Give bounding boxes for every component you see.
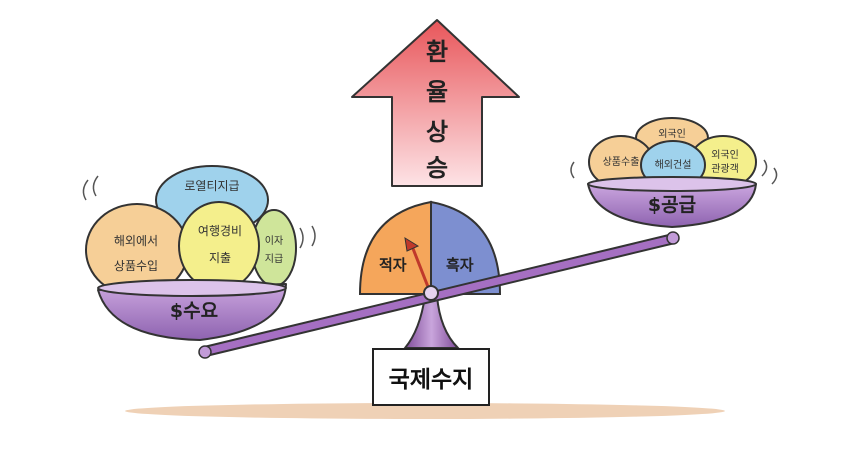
- travel-text-2: 지출: [209, 251, 231, 265]
- supply-label: $공급: [648, 194, 696, 216]
- arrow-char-2: 율: [426, 78, 448, 106]
- left-pan-demand: 로열티지급 해외에서 상품수입 여행경비 지출 이자 지급 $수요: [82, 165, 316, 341]
- scale-beam: [198, 231, 680, 359]
- ball-travel: [178, 201, 260, 291]
- right-pan-supply: 외국인 상품수출 해외건설 외국인 관광객 $공급: [570, 117, 778, 228]
- surplus-label: 흑자: [446, 256, 474, 274]
- ground-shadow: [125, 403, 725, 419]
- exchange-rate-up-arrow: 환 율 상 승: [351, 19, 520, 187]
- travel-text-1: 여행경비: [198, 223, 242, 238]
- demand-label: $수요: [170, 300, 218, 322]
- interest-text-1: 이자: [265, 235, 283, 247]
- royalty-text: 로열티지급: [184, 179, 239, 193]
- needle-arrow-icon: [404, 237, 420, 252]
- tourists-text-2: 관광객: [711, 163, 739, 175]
- tourists-text-1: 외국인: [711, 149, 739, 161]
- arrow-char-4: 승: [426, 154, 448, 182]
- balance-of-payments-label: 국제수지: [372, 348, 490, 406]
- export-text: 상품수출: [603, 156, 640, 168]
- pivot: [423, 285, 439, 301]
- import-text-2: 상품수입: [114, 259, 158, 273]
- arrow-char-3: 상: [426, 118, 448, 146]
- foreign-invest-text: 외국인: [658, 128, 686, 140]
- overseas-invest-text: 해외건설: [655, 158, 692, 171]
- interest-text-2: 지급: [265, 253, 283, 265]
- deficit-label: 적자: [379, 256, 407, 274]
- import-text-1: 해외에서: [114, 234, 158, 248]
- deficit-sector: [358, 200, 432, 295]
- balance-gauge: 적자 흑자: [358, 200, 502, 295]
- arrow-char-1: 환: [426, 38, 448, 66]
- gauge-needle: [410, 245, 432, 293]
